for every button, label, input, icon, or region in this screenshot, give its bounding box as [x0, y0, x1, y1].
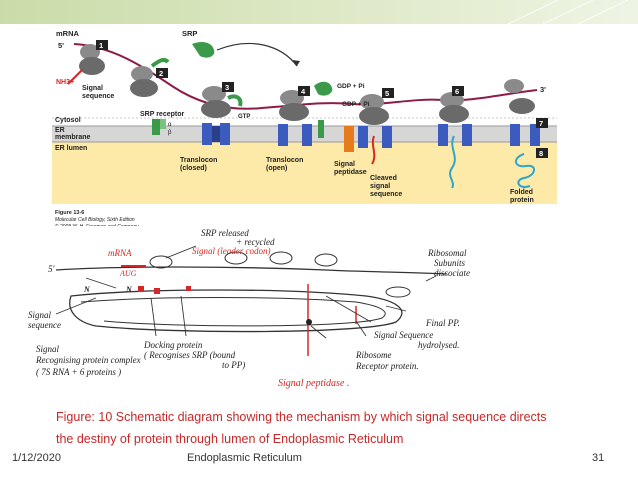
sketch-receptor-1: Ribosome: [355, 350, 392, 360]
sketch-receptor-2: Receptor protein.: [355, 361, 419, 371]
sketch-mrna-line: [55, 266, 447, 275]
sketch-hydrolysed-1: Signal Sequence: [374, 330, 433, 340]
translocon-closed-label-1: Translocon: [180, 157, 217, 164]
alpha-label: α: [168, 122, 172, 128]
sketch-srp-1: Signal: [36, 344, 60, 354]
folded-label-1: Folded: [510, 189, 533, 196]
footer-title: Endoplasmic Reticulum: [187, 452, 302, 464]
mrna-label: mRNA: [56, 29, 80, 38]
free-srp: [192, 42, 300, 67]
signal-peptidase-label-1: Signal: [334, 161, 355, 168]
er-lumen-label: ER lumen: [55, 145, 87, 152]
cleaved-label-3: sequence: [370, 191, 402, 198]
step-4: 4: [301, 87, 306, 96]
translocon-open-label-2: (open): [266, 165, 287, 172]
ribosome-step-2: [130, 57, 170, 97]
handwritten-sketch: SRP released + recycled Signal (leader c…: [26, 226, 524, 396]
step-badges: 1 2 3 4 5 6 7 8: [96, 40, 548, 158]
step-5: 5: [385, 89, 389, 98]
sketch-n-right: N: [125, 285, 133, 294]
step-8: 8: [539, 149, 543, 158]
folded-label-2: protein: [510, 197, 534, 204]
sketch-srp-3: ( 7S RNA + 6 proteins ): [36, 367, 121, 377]
sketch-ribosomal-3: dissociate: [434, 268, 470, 278]
srp-receptor-icon: α β: [152, 119, 172, 136]
credit-line-2: Molecular Cell Biology, Sixth Edition: [55, 217, 135, 223]
slide-top-band: [0, 0, 638, 24]
sketch-aug: AUG: [119, 269, 137, 278]
beta-label: β: [168, 130, 172, 136]
ribosome-step-4: [278, 81, 333, 146]
footer-page-number: 31: [592, 452, 605, 464]
figure-caption: Figure: 10 Schematic diagram showing the…: [56, 406, 616, 450]
step-2: 2: [159, 69, 163, 78]
er-membrane-label-1: ER: [55, 127, 65, 134]
srp-label: SRP: [182, 29, 197, 38]
ribosome-step-1: [67, 44, 105, 85]
sketch-hydrolysed-2: hydrolysed.: [418, 340, 459, 350]
sketch-mrna: mRNA: [108, 248, 132, 258]
cytosol-label: Cytosol: [55, 117, 81, 124]
translocon-open-label-1: Translocon: [266, 157, 303, 164]
srp-pathway-figure: Cytosol ER membrane ER lumen mRNA 5' 3' …: [52, 26, 557, 232]
sketch-ribosomal-1: Ribosomal: [427, 248, 467, 258]
sketch-ribosomes: [149, 251, 411, 298]
step-6: 6: [455, 87, 459, 96]
nh3-label: NH3+: [56, 79, 74, 86]
sketch-recycled: + recycled: [236, 237, 275, 247]
five-prime-label: 5': [58, 41, 64, 50]
sketch-docking-3: to PP): [222, 360, 245, 370]
sequence-label: sequence: [82, 93, 114, 100]
cleaved-label-1: Cleaved: [370, 175, 397, 182]
sketch-signal-seq-1: Signal: [28, 310, 52, 320]
er-lumen-region: [52, 136, 557, 204]
gdp-pi-label-1: GDP + Pi: [337, 83, 365, 90]
signal-label: Signal: [82, 85, 103, 92]
cleaved-label-2: signal: [370, 183, 390, 190]
sketch-srp-2: Recognising protein complex: [35, 355, 141, 365]
step-7: 7: [539, 119, 543, 128]
gtp-label: GTP: [238, 114, 250, 120]
ribosome-step-3: GTP: [201, 86, 250, 145]
sketch-srp-released: SRP released: [201, 228, 249, 238]
caption-line-1: Figure: 10 Schematic diagram showing the…: [56, 410, 547, 424]
step-3: 3: [225, 83, 229, 92]
sketch-five-prime: 5': [48, 264, 56, 274]
sketch-ribosomal-2: Subunits: [434, 258, 466, 268]
sketch-final-pp: Final PP.: [425, 318, 460, 328]
signal-peptidase-label-2: peptidase: [334, 169, 367, 176]
sketch-n-left: N: [83, 285, 91, 294]
sketch-er-membrane: [69, 289, 403, 333]
sketch-peptidase: Signal peptidase .: [278, 378, 349, 389]
decorative-lines: [507, 0, 629, 24]
credit-line-1: Figure 13-6: [55, 210, 84, 216]
step-1: 1: [99, 41, 103, 50]
three-prime-label: 3': [540, 85, 546, 94]
translocon-closed-label-2: (closed): [180, 165, 207, 172]
sketch-red-marks: [121, 265, 357, 356]
srp-receptor-label: SRP receptor: [140, 111, 184, 118]
sketch-docking-1: Docking protein: [143, 340, 203, 350]
er-membrane-label-2: membrane: [55, 134, 91, 141]
sketch-docking-2: ( Recognises SRP (bound: [144, 350, 236, 360]
gdp-pi-label-2: GDP + Pi: [342, 101, 370, 108]
footer-date: 1/12/2020: [12, 452, 61, 464]
caption-line-2: the destiny of protein through lumen of …: [56, 432, 404, 446]
ribosome-step-7: [504, 79, 540, 188]
sketch-signal-seq-2: sequence: [28, 320, 61, 330]
sketch-signal-leader: Signal (leader codon): [192, 246, 270, 256]
ribosome-step-5: [344, 94, 392, 165]
